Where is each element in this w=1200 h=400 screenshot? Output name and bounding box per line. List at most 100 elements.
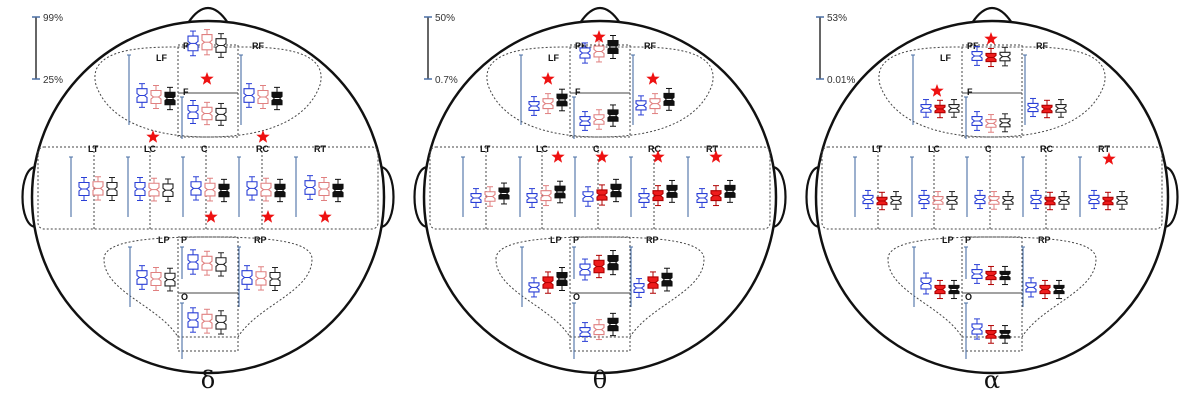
region-label-p: P	[181, 235, 187, 245]
significance-star-pf	[984, 32, 998, 45]
region-label-rt: RT	[314, 144, 326, 154]
boxplot-lp-2	[556, 267, 568, 291]
head-outline	[30, 19, 386, 375]
boxplot-rf-2	[663, 87, 675, 111]
region-label-rc: RC	[648, 144, 661, 154]
boxplot-rp-2	[1053, 279, 1065, 300]
boxplot-lc-0	[526, 188, 538, 208]
boxplot-c-0	[190, 176, 202, 201]
boxplot-rp-1	[255, 266, 267, 291]
temporal-central-zone	[37, 146, 379, 230]
boxplot-lp-1	[150, 267, 162, 291]
region-label-lp: LP	[942, 235, 954, 245]
boxplot-o-2	[215, 310, 227, 335]
posterior-zone	[495, 236, 705, 338]
boxplot-lc-1	[148, 177, 160, 202]
significance-star-rc	[261, 210, 275, 223]
boxplot-rf-1	[257, 85, 269, 109]
significance-star-lf	[146, 130, 160, 143]
band-symbol: δ	[201, 366, 215, 394]
region-label-pf: PF	[575, 41, 587, 51]
boxplot-o-2	[607, 312, 619, 337]
region-label-c: C	[201, 144, 208, 154]
region-label-lf: LF	[156, 53, 167, 63]
posterior-zone	[103, 236, 313, 338]
boxplot-lt-2	[106, 177, 118, 201]
scale-max-label: 99%	[43, 13, 63, 24]
boxplot-rc-2	[1058, 191, 1070, 210]
posterior-zone	[887, 236, 1097, 338]
region-label-p: P	[573, 235, 579, 245]
boxplot-f-2	[215, 102, 227, 126]
nose	[187, 6, 229, 24]
boxplot-rc-1	[652, 185, 664, 207]
region-label-rf: RF	[644, 41, 656, 51]
region-label-lc: LC	[928, 144, 940, 154]
region-label-rf: RF	[252, 41, 264, 51]
boxplot-rp-1	[647, 271, 659, 294]
boxplot-rc-0	[246, 176, 258, 201]
boxplot-lf-2	[164, 86, 176, 111]
boxplot-lc-0	[918, 189, 930, 210]
boxplot-p-0	[971, 264, 983, 284]
boxplot-rc-0	[1030, 189, 1042, 210]
boxplot-p-2	[215, 252, 227, 277]
boxplot-o-1	[201, 308, 213, 334]
boxplot-rt-2	[724, 179, 736, 203]
boxplot-lc-1	[932, 191, 944, 210]
boxplot-pf-1	[201, 29, 213, 56]
boxplot-lc-2	[946, 191, 958, 210]
boxplot-lf-1	[934, 99, 946, 119]
boxplot-pf-2	[999, 46, 1011, 67]
region-label-rt: RT	[1098, 144, 1110, 154]
boxplot-lp-1	[542, 271, 554, 294]
boxplot-pf-0	[187, 30, 199, 57]
boxplot-f-1	[593, 109, 605, 130]
boxplot-f-2	[999, 113, 1011, 133]
frontal-zone	[878, 46, 1106, 138]
region-label-rt: RT	[706, 144, 718, 154]
boxplot-o-1	[985, 325, 997, 344]
boxplot-rt-0	[696, 188, 708, 208]
boxplot-rf-0	[635, 95, 647, 116]
frontal-zone	[94, 46, 322, 138]
panel-delta: 99%25%LFPFRFFLTLCCRCRTLPPRPOδ	[21, 6, 395, 394]
significance-star-rf	[646, 72, 660, 85]
boxplot-pf-2	[607, 35, 619, 59]
boxplot-lf-2	[948, 99, 960, 118]
boxplot-rf-0	[1027, 97, 1039, 118]
boxplot-f-0	[971, 111, 983, 131]
boxplot-rt-1	[1102, 191, 1114, 211]
boxplot-rf-2	[1055, 99, 1067, 118]
boxplot-lc-0	[134, 177, 146, 201]
boxplot-p-2	[607, 250, 619, 276]
region-label-lt: LT	[872, 144, 883, 154]
boxplot-c-2	[1002, 191, 1014, 210]
boxplot-rt-2	[332, 178, 344, 203]
region-label-lp: LP	[550, 235, 562, 245]
region-label-rp: RP	[646, 235, 659, 245]
frontal-box	[177, 92, 239, 138]
nose	[971, 6, 1013, 24]
region-label-lt: LT	[88, 144, 99, 154]
boxplot-c-0	[582, 186, 594, 207]
region-label-lf: LF	[940, 53, 951, 63]
significance-star-rf	[256, 130, 270, 143]
region-label-f: F	[575, 87, 581, 97]
boxplot-lt-2	[498, 182, 510, 205]
region-label-o: O	[573, 292, 580, 302]
boxplot-rf-1	[1041, 99, 1053, 119]
boxplot-pf-2	[215, 33, 227, 58]
boxplot-p-0	[579, 258, 591, 281]
boxplot-rp-2	[661, 267, 673, 292]
significance-star-c	[595, 150, 609, 163]
region-label-c: C	[593, 144, 600, 154]
boxplot-rp-0	[241, 265, 253, 290]
region-label-lf: LF	[548, 53, 559, 63]
significance-star-rt	[1102, 152, 1116, 165]
boxplot-rc-2	[666, 179, 678, 203]
boxplot-p-1	[985, 265, 997, 286]
scale-min-label: 0.01%	[827, 75, 855, 86]
boxplot-lp-2	[948, 279, 960, 300]
